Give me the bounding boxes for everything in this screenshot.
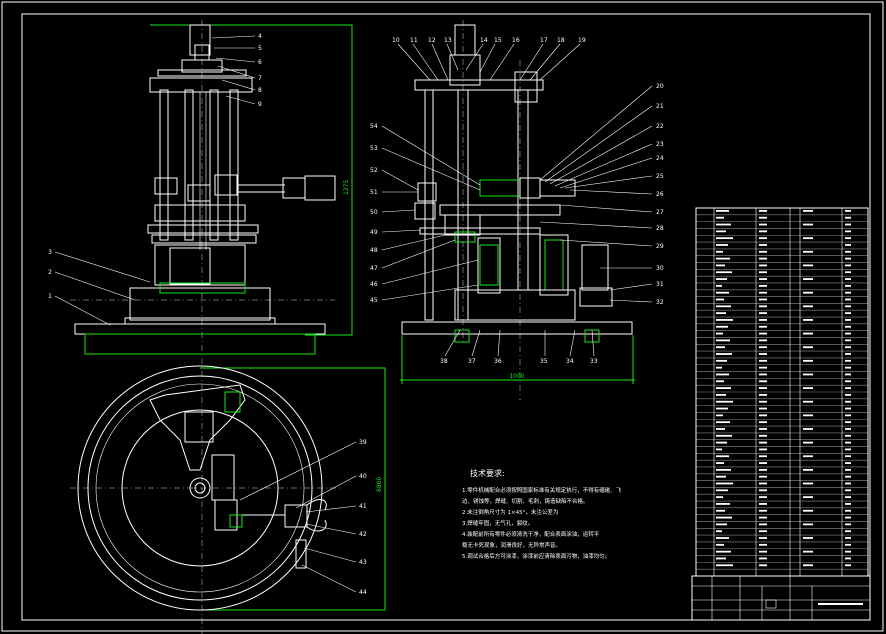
note-line: 边、锈蚀等，焊缝、切割、毛刺，铸造缺陷不合格。 bbox=[462, 497, 589, 505]
side-part-number: 25 bbox=[656, 173, 664, 180]
front-part-number: 6 bbox=[258, 59, 262, 66]
side-part-number: 49 bbox=[370, 229, 378, 236]
side-part-number: 26 bbox=[656, 191, 664, 198]
side-part-number: 47 bbox=[370, 265, 378, 272]
side-part-number: 29 bbox=[656, 243, 664, 250]
side-part-number: 19 bbox=[578, 37, 586, 44]
front-part-number: 8 bbox=[258, 87, 262, 94]
side-part-number: 37 bbox=[468, 358, 476, 365]
front-part-number: 4 bbox=[258, 33, 262, 40]
side-part-number: 14 bbox=[480, 37, 488, 44]
front-part-number: 2 bbox=[48, 269, 52, 276]
plan-part-number: 41 bbox=[359, 503, 367, 510]
plan-part-number: 43 bbox=[359, 559, 367, 566]
side-part-number: 33 bbox=[590, 358, 598, 365]
side-part-number: 35 bbox=[540, 358, 548, 365]
side-part-number: 31 bbox=[656, 281, 664, 288]
front-part-number: 5 bbox=[258, 45, 262, 52]
plan-part-number: 40 bbox=[359, 473, 367, 480]
title-block bbox=[691, 575, 871, 621]
plan-part-number: 42 bbox=[359, 531, 367, 538]
side-part-number: 50 bbox=[370, 209, 378, 216]
side-view: 10 11 12 13 14 15 16 17 18 19 20 21 22 2… bbox=[370, 20, 664, 400]
parts-list-table bbox=[695, 207, 869, 577]
technical-requirements: 技术要求: 1.零件机械配合必须按照国家标准有关规定执行，不得有磕碰、飞 边、锈… bbox=[462, 468, 622, 560]
side-part-number: 13 bbox=[444, 37, 452, 44]
front-height-dimension: 1275 bbox=[343, 180, 350, 195]
side-part-number: 23 bbox=[656, 141, 664, 148]
sheet-inner-border bbox=[21, 13, 871, 621]
side-part-number: 16 bbox=[512, 37, 520, 44]
side-part-number: 30 bbox=[656, 265, 664, 272]
side-part-number: 15 bbox=[494, 37, 502, 44]
side-part-number: 34 bbox=[566, 358, 574, 365]
front-part-number: 3 bbox=[48, 249, 52, 256]
side-part-number: 17 bbox=[540, 37, 548, 44]
side-part-number: 36 bbox=[494, 358, 502, 365]
side-part-number: 53 bbox=[370, 145, 378, 152]
note-line: 4.装配前所有零件必须清洗干净，配合表面涂油，运转平 bbox=[462, 530, 600, 538]
front-view: 4 5 6 7 8 9 3 2 1 1275 bbox=[48, 20, 353, 634]
notes-title: 技术要求: bbox=[470, 468, 505, 478]
side-part-number: 38 bbox=[440, 358, 448, 365]
side-part-number: 20 bbox=[656, 83, 664, 90]
side-part-number: 11 bbox=[410, 37, 418, 44]
plan-view: 39 40 41 42 43 44 8800 bbox=[70, 365, 386, 611]
side-part-number: 12 bbox=[428, 37, 436, 44]
plan-dimension: 8800 bbox=[376, 477, 383, 492]
side-part-number: 46 bbox=[370, 281, 378, 288]
side-part-number: 52 bbox=[370, 167, 378, 174]
side-part-number: 32 bbox=[656, 299, 664, 306]
side-width-dimension: 1000 bbox=[509, 373, 524, 380]
note-line: 2.未注倒角尺寸为 1×45°，未注公差为 bbox=[462, 508, 558, 516]
note-line: 稳无卡死现象，润滑良好，无异常声音。 bbox=[462, 541, 561, 549]
side-part-number: 28 bbox=[656, 225, 664, 232]
side-part-number: 22 bbox=[656, 123, 664, 130]
note-line: 3.焊缝牢固，无气孔，裂纹。 bbox=[462, 519, 533, 527]
side-part-number: 27 bbox=[656, 209, 664, 216]
note-line: 1.零件机械配合必须按照国家标准有关规定执行，不得有磕碰、飞 bbox=[462, 486, 622, 494]
side-part-number: 21 bbox=[656, 103, 664, 110]
side-part-number: 10 bbox=[392, 37, 400, 44]
front-part-number: 1 bbox=[48, 293, 52, 300]
note-line: 5.调试合格后方可涂漆，涂漆前应清除表面污物，油漆均匀。 bbox=[462, 552, 610, 560]
side-part-number: 18 bbox=[557, 37, 565, 44]
plan-part-number: 39 bbox=[359, 439, 367, 446]
side-part-number: 54 bbox=[370, 123, 378, 130]
side-part-number: 45 bbox=[370, 297, 378, 304]
plan-part-number: 44 bbox=[359, 589, 367, 596]
side-part-number: 51 bbox=[370, 189, 378, 196]
front-part-number: 9 bbox=[258, 101, 262, 108]
front-part-number: 7 bbox=[258, 75, 262, 82]
side-part-number: 48 bbox=[370, 247, 378, 254]
side-part-number: 24 bbox=[656, 155, 664, 162]
